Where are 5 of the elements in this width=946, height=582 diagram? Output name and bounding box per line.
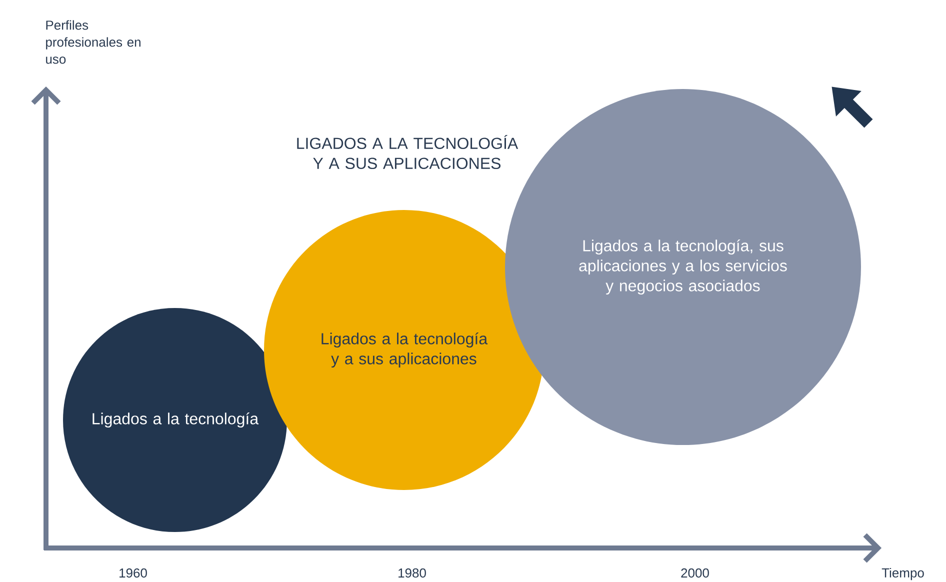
year-label: 2000	[681, 568, 709, 578]
year-label: 1980	[398, 568, 426, 578]
axis-label: Perfiles profesionales en uso	[46, 20, 140, 64]
year-label: 1960	[120, 568, 147, 578]
axis-label: Tiempo	[882, 568, 924, 580]
